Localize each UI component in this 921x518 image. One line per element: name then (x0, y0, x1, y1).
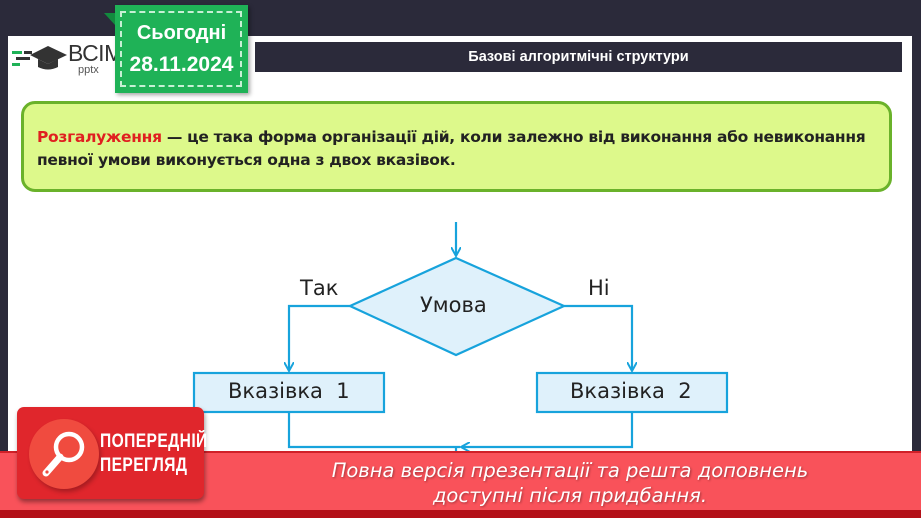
branch1-label: Вказівка 1 (228, 379, 350, 403)
banner-line-1: Повна версія презентації та решта доповн… (331, 459, 809, 482)
condition-label: Умова (420, 293, 487, 317)
branch2-return-line (462, 412, 634, 447)
graduation-cap-icon (12, 46, 67, 70)
banner-text: Повна версія презентації та решта доповн… (290, 458, 850, 508)
banner-line-2: доступні після придбання. (432, 484, 708, 507)
branch1-box (192, 371, 386, 414)
today-label: Сьогодні (136, 22, 227, 44)
definition-text: Розгалуження — це така форма організації… (37, 126, 879, 172)
magnifier-circle (29, 419, 99, 489)
banner-bottom-edge (0, 510, 921, 518)
date-badge: Сьогодні 28.11.2024 (104, 5, 248, 93)
definition-box: Розгалуження — це така форма організації… (21, 101, 892, 192)
no-arrow (564, 304, 632, 370)
slide-title: Базові алгоритмічні структури (255, 42, 902, 72)
yes-label: Так (300, 276, 339, 300)
yes-arrow (289, 304, 350, 370)
logo-brand: ВСІМ (68, 40, 123, 66)
date-value: 28.11.2024 (129, 53, 234, 76)
branch2-label: Вказівка 2 (570, 379, 692, 403)
badge-dashed-border (120, 11, 242, 87)
logo-sub: pptx (78, 64, 99, 76)
magnifier-icon (42, 431, 85, 477)
vsim-logo: ВСІМ pptx (12, 40, 123, 80)
badge-fold (104, 13, 115, 25)
branch1-return-line (287, 412, 460, 449)
definition-body: — це така форма організації дій, коли за… (37, 128, 866, 169)
preview-line-1: ПОПЕРЕДНІЙ (100, 431, 208, 452)
preview-badge[interactable]: ПОПЕРЕДНІЙ ПЕРЕГЛЯД (17, 407, 207, 499)
condition-diamond (347, 256, 567, 357)
preview-line-2: ПЕРЕГЛЯД (100, 455, 188, 476)
branch2-box (535, 371, 729, 414)
definition-term: Розгалуження (37, 128, 162, 146)
no-label: Ні (588, 276, 610, 300)
